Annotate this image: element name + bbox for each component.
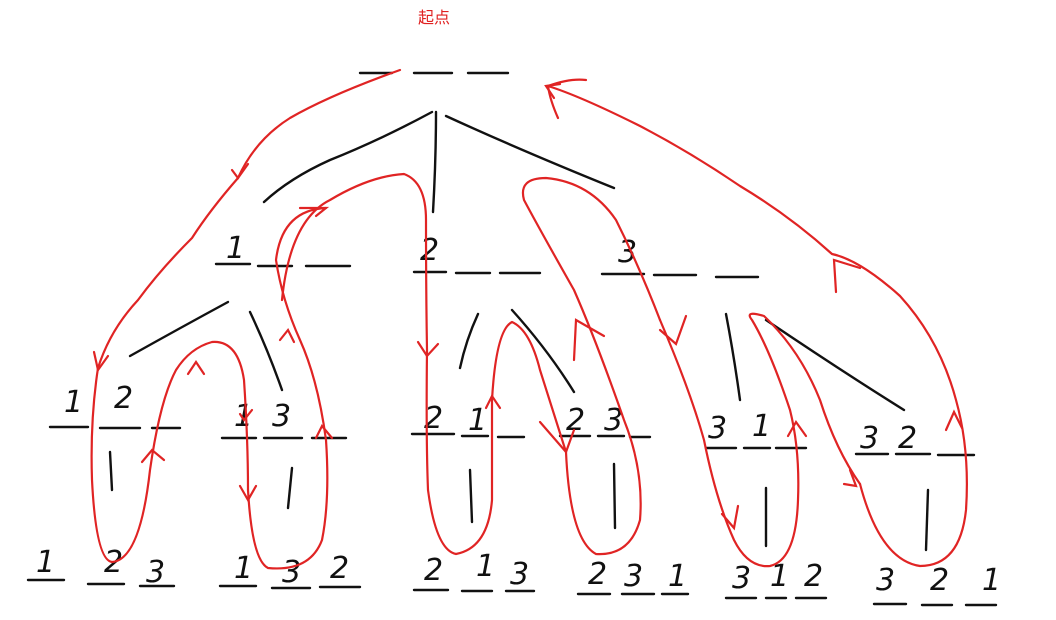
root-edges (262, 110, 616, 214)
edge-n23-p231 (612, 462, 617, 530)
edge-n12-p123 (108, 450, 114, 492)
edge-n13-p132 (286, 466, 294, 510)
leaf-312-digit-1: 3 (732, 561, 751, 596)
arrow-15 (720, 504, 740, 531)
node-13-digit-1: 1 (234, 399, 253, 434)
node-23-digit-2: 3 (604, 403, 623, 438)
traversal-path (90, 68, 968, 570)
arrow-7 (314, 424, 334, 440)
edge-root-n2 (431, 110, 438, 214)
leaf-123-digit-1: 1 (36, 545, 55, 580)
edge-root-n3 (444, 114, 616, 190)
node-2-digit-1: 2 (420, 233, 439, 268)
path-n3-leaf-312-n32 (658, 312, 862, 568)
arrow-12 (538, 420, 576, 455)
arrow-9 (298, 206, 330, 218)
leaf-321-digit-1: 3 (876, 563, 895, 598)
arrow-13 (572, 318, 606, 362)
leaf-312-digit-2: 1 (770, 559, 789, 594)
path-n2-leaf-213-n23 (425, 320, 568, 556)
node-13-digit-2: 3 (272, 399, 291, 434)
leaf-321-digit-3: 1 (982, 563, 1001, 598)
node-31-digit-1: 3 (708, 411, 727, 446)
node-32: 3 2 (854, 421, 976, 457)
edge-root-n1 (262, 110, 434, 204)
node-31: 3 1 (704, 409, 808, 450)
leaf-312-digit-3: 2 (804, 559, 823, 594)
arrow-16 (786, 419, 808, 438)
node-32-digit-2: 2 (898, 421, 917, 456)
leaf-321-digit-2: 2 (930, 563, 949, 598)
arrow-19 (832, 258, 862, 294)
node-23-digit-1: 2 (566, 403, 585, 438)
arrow-4 (186, 360, 206, 376)
arrow-14 (658, 314, 688, 346)
node-13: 1 3 (220, 399, 348, 440)
leaf-132: 1 3 2 (218, 551, 362, 590)
arrow-2 (92, 350, 110, 373)
leaf-132-digit-3: 2 (330, 551, 349, 586)
arrow-3 (140, 448, 166, 464)
arrow-17 (842, 468, 858, 488)
edge-n32-p321 (924, 488, 930, 552)
leaf-213-digit-3: 3 (510, 557, 529, 592)
leaf-123: 1 2 3 (26, 545, 176, 590)
leaf-132-digit-1: 1 (234, 551, 253, 586)
leaf-213-digit-1: 2 (424, 553, 443, 588)
arrow-18 (944, 409, 964, 432)
leaf-213-digit-2: 1 (476, 549, 495, 584)
node-3: 3 (600, 235, 760, 279)
node-21: 2 1 (410, 401, 526, 439)
path-n23-leaf-231-n3 (521, 176, 662, 556)
path-n13-leaf-132-back (246, 206, 329, 570)
edge-n1-n12 (128, 300, 230, 358)
node-12-digit-2: 2 (114, 381, 133, 416)
path-to-n2 (280, 172, 429, 352)
node-2: 2 (412, 233, 542, 275)
arrow-5 (238, 408, 254, 422)
node-31-digit-2: 1 (752, 409, 771, 444)
edge-n3-n32 (764, 318, 906, 412)
path-n32-leaf-321-root (546, 84, 968, 568)
edge-n2-n21 (458, 312, 480, 370)
node-12-digit-1: 1 (64, 385, 83, 420)
edge-n21-p213 (468, 468, 474, 524)
edge-n3-n31 (724, 312, 742, 402)
level2-edges (108, 450, 930, 552)
leaf-132-digit-2: 3 (282, 555, 301, 590)
leaf-321: 3 2 1 (872, 563, 1001, 607)
arrow-6 (238, 484, 258, 503)
level1-edges (128, 300, 906, 412)
arrow-11 (484, 393, 502, 410)
edge-n1-n13 (248, 310, 284, 392)
edge-n2-n23 (510, 308, 576, 394)
node-21-digit-2: 1 (468, 403, 487, 438)
leaf-231-digit-1: 2 (588, 557, 607, 592)
start-label: 起点 (418, 8, 450, 27)
node-32-digit-1: 3 (860, 421, 879, 456)
path-root-to-n12 (96, 68, 402, 370)
node-21-digit-1: 2 (424, 401, 443, 436)
arrow-8 (278, 327, 296, 344)
leaf-231-digit-2: 3 (624, 559, 643, 594)
node-12: 1 2 (48, 381, 182, 430)
node-1-digit-1: 1 (226, 231, 245, 266)
leaf-231: 2 3 1 (576, 557, 690, 596)
arrow-1 (230, 162, 250, 180)
arrow-20 (544, 82, 562, 100)
node-23: 2 3 (558, 403, 652, 439)
path-n12-leaf-123-n13 (90, 340, 250, 564)
leaf-123-digit-3: 3 (146, 555, 165, 590)
leaf-213: 2 1 3 (412, 549, 536, 593)
leaf-231-digit-3: 1 (668, 559, 687, 594)
node-3-digit-1: 3 (618, 235, 637, 270)
leaf-312: 3 1 2 (724, 559, 828, 600)
arrow-10 (416, 340, 440, 358)
